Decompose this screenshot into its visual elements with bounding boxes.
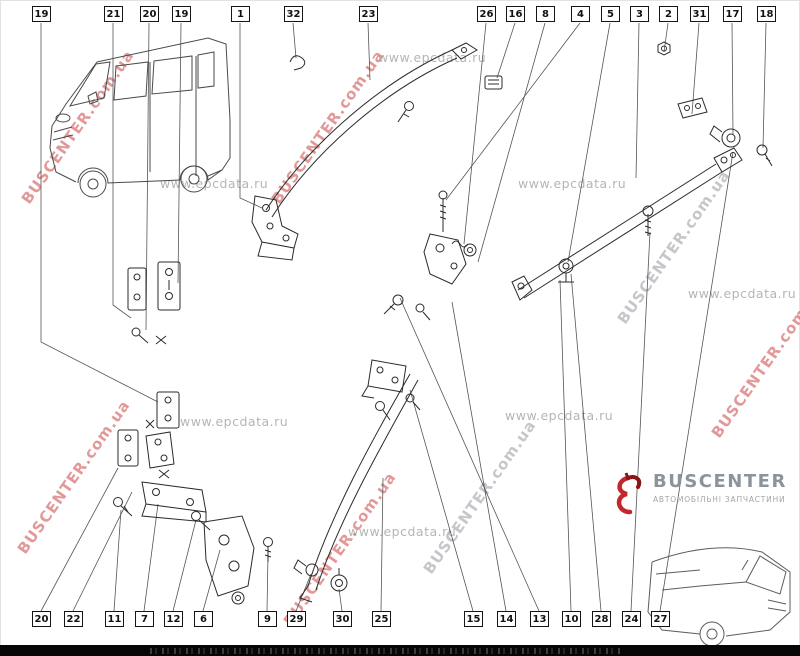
leader-line bbox=[496, 22, 516, 79]
callout-bottom-28[interactable]: 28 bbox=[592, 611, 611, 627]
callout-top-8[interactable]: 8 bbox=[536, 6, 555, 22]
leader-line bbox=[762, 22, 767, 149]
leader-line bbox=[445, 22, 581, 201]
callout-top-4[interactable]: 4 bbox=[571, 6, 590, 22]
lower-left-brackets bbox=[113, 429, 255, 605]
leader-line bbox=[40, 467, 119, 612]
callout-top-21[interactable]: 21 bbox=[104, 6, 123, 22]
callout-top-19b[interactable]: 19 bbox=[172, 6, 191, 22]
upper-rail bbox=[251, 41, 671, 261]
leader-line bbox=[202, 549, 221, 612]
vehicle-illustration bbox=[49, 37, 231, 198]
leader-line bbox=[380, 477, 384, 612]
logo-tagline-text: АВТОМОБІЛЬНІ ЗАПЧАСТИНИ bbox=[653, 494, 786, 504]
callout-bottom-29[interactable]: 29 bbox=[287, 611, 306, 627]
left-hinge-plates bbox=[127, 261, 181, 429]
leader-line bbox=[635, 22, 640, 179]
footer-noise-pattern bbox=[150, 648, 620, 654]
leader-line bbox=[338, 588, 343, 612]
leader-line bbox=[567, 22, 611, 263]
leader-line bbox=[630, 231, 651, 612]
callout-bottom-15[interactable]: 15 bbox=[464, 611, 483, 627]
leader-lines bbox=[40, 22, 767, 612]
leader-line bbox=[72, 491, 133, 612]
callout-bottom-25[interactable]: 25 bbox=[372, 611, 391, 627]
leader-line bbox=[570, 273, 602, 612]
leader-line bbox=[663, 22, 669, 53]
callout-bottom-10[interactable]: 10 bbox=[562, 611, 581, 627]
lower-rail bbox=[263, 359, 421, 603]
leader-line bbox=[451, 301, 507, 612]
leader-line bbox=[399, 297, 540, 612]
leader-line bbox=[292, 22, 297, 59]
logo-brand-text: BUSCENTER bbox=[653, 471, 787, 492]
callout-top-18[interactable]: 18 bbox=[757, 6, 776, 22]
callout-bottom-12[interactable]: 12 bbox=[164, 611, 183, 627]
callout-top-19a[interactable]: 19 bbox=[32, 6, 51, 22]
callout-bottom-13[interactable]: 13 bbox=[530, 611, 549, 627]
leader-line bbox=[266, 553, 269, 612]
leader-line bbox=[143, 503, 159, 612]
leader-line bbox=[409, 389, 474, 612]
callout-top-5[interactable]: 5 bbox=[601, 6, 620, 22]
callout-bottom-7[interactable]: 7 bbox=[135, 611, 154, 627]
callout-bottom-27[interactable]: 27 bbox=[651, 611, 670, 627]
leader-line bbox=[691, 22, 700, 115]
callout-top-32[interactable]: 32 bbox=[284, 6, 303, 22]
leader-line bbox=[239, 23, 263, 209]
leader-line bbox=[463, 22, 487, 245]
leader-line bbox=[112, 23, 132, 319]
callout-top-2[interactable]: 2 bbox=[659, 6, 678, 22]
leader-line bbox=[659, 151, 734, 612]
callout-top-16[interactable]: 16 bbox=[506, 6, 525, 22]
right-rail bbox=[511, 97, 773, 301]
middle-roller-assembly bbox=[383, 190, 477, 321]
callout-bottom-24[interactable]: 24 bbox=[622, 611, 641, 627]
callout-bottom-6[interactable]: 6 bbox=[194, 611, 213, 627]
callout-bottom-20[interactable]: 20 bbox=[32, 611, 51, 627]
leader-line bbox=[113, 509, 122, 612]
callout-top-26[interactable]: 26 bbox=[477, 6, 496, 22]
leader-line bbox=[40, 23, 159, 403]
footer-bar bbox=[0, 645, 800, 656]
callout-top-17[interactable]: 17 bbox=[723, 6, 742, 22]
leader-line bbox=[172, 519, 197, 612]
callout-bottom-9[interactable]: 9 bbox=[258, 611, 277, 627]
callout-bottom-11[interactable]: 11 bbox=[105, 611, 124, 627]
callout-top-1[interactable]: 1 bbox=[231, 6, 250, 22]
leader-line bbox=[367, 22, 371, 81]
leader-line bbox=[477, 22, 546, 263]
leader-line bbox=[177, 22, 182, 284]
leader-line bbox=[559, 279, 572, 612]
callout-bottom-22[interactable]: 22 bbox=[64, 611, 83, 627]
callout-top-3[interactable]: 3 bbox=[630, 6, 649, 22]
leader-line bbox=[731, 22, 734, 135]
callout-bottom-30[interactable]: 30 bbox=[333, 611, 352, 627]
van-sketch bbox=[647, 547, 791, 647]
buscenter-logo: BUSCENTER АВТОМОБІЛЬНІ ЗАПЧАСТИНИ bbox=[612, 472, 787, 518]
buscenter-logo-mark bbox=[616, 472, 642, 515]
callout-top-20[interactable]: 20 bbox=[140, 6, 159, 22]
callout-top-23[interactable]: 23 bbox=[359, 6, 378, 22]
callout-bottom-14[interactable]: 14 bbox=[497, 611, 516, 627]
callout-top-31[interactable]: 31 bbox=[690, 6, 709, 22]
